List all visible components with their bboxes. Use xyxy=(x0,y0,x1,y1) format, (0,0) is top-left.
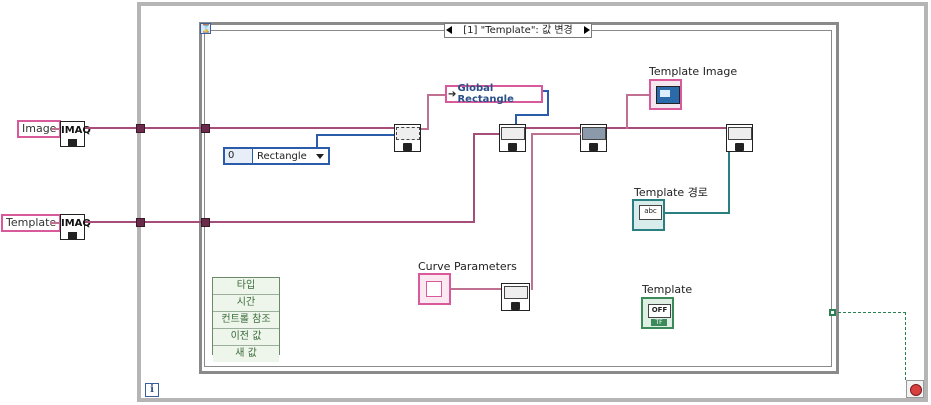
event-data-ctlref[interactable]: 컨트롤 참조 xyxy=(213,312,279,329)
imaq-icon xyxy=(68,232,77,239)
extract-node[interactable] xyxy=(499,124,526,152)
rectangle-wire xyxy=(515,114,517,126)
numeric-wire xyxy=(316,134,318,148)
roi-icon xyxy=(395,127,420,141)
event-data-time[interactable]: 시간 xyxy=(213,295,279,312)
roi-wire xyxy=(427,94,429,130)
write-file-node[interactable] xyxy=(726,124,753,152)
template-wire xyxy=(85,221,475,223)
ring-index: 0 xyxy=(225,149,253,163)
settings-icon xyxy=(503,286,528,300)
node-terminal-icon xyxy=(403,143,412,151)
loop-stop-terminal[interactable] xyxy=(906,380,924,398)
selector-dropdown-icon[interactable] xyxy=(584,26,590,34)
imaq-image-node[interactable]: IMAQ xyxy=(60,121,91,147)
rectangle-ring-control[interactable]: 0 Rectangle xyxy=(223,147,330,165)
event-tunnel xyxy=(201,218,210,227)
event-tunnel xyxy=(201,124,210,133)
ring-value: Rectangle xyxy=(257,150,307,162)
node-terminal-icon xyxy=(511,302,520,310)
learn-template-node[interactable] xyxy=(580,124,607,152)
curve-parameters-label: Curve Parameters xyxy=(418,260,517,273)
selector-decrement-icon[interactable] xyxy=(446,26,452,34)
loop-iteration-terminal: i xyxy=(145,383,159,397)
rectangle-wire xyxy=(547,90,549,116)
arrow-right-icon: ➔ xyxy=(448,88,457,100)
event-case-selector-label: [1] "Template": 값 변경 xyxy=(463,25,573,36)
event-case-selector[interactable]: [1] "Template": 값 변경 xyxy=(444,23,592,38)
cluster-wire xyxy=(531,133,581,135)
event-data-newval[interactable]: 새 값 xyxy=(213,346,279,362)
event-case-frame xyxy=(204,30,832,367)
template-path-label: Template 경로 xyxy=(634,186,708,199)
image-wire xyxy=(626,94,628,129)
path-text-icon: abc xyxy=(639,205,662,220)
event-data-oldval[interactable]: 이전 값 xyxy=(213,329,279,346)
roi-constructor-node[interactable] xyxy=(394,124,421,152)
image-wire xyxy=(526,127,581,129)
numeric-wire xyxy=(316,134,394,136)
roi-wire xyxy=(427,94,445,96)
rectangle-wire xyxy=(515,114,549,116)
path-wire xyxy=(665,212,730,214)
event-data-type[interactable]: 타입 xyxy=(213,278,279,295)
hourglass-icon[interactable]: ⌛ xyxy=(200,23,211,34)
image-wire xyxy=(85,127,395,129)
global-rectangle-local[interactable]: ➔ Global Rectangle xyxy=(445,83,543,105)
roi-wire xyxy=(421,128,429,130)
template-wire xyxy=(50,222,60,224)
stop-icon xyxy=(910,384,922,396)
template-bool-control[interactable]: OFF TF xyxy=(641,297,674,329)
imaq-label: IMAQ xyxy=(61,218,91,229)
disk-icon xyxy=(727,127,752,141)
switch-text-icon: OFF xyxy=(648,304,671,318)
node-terminal-icon xyxy=(508,143,517,151)
bool-wire xyxy=(838,312,906,313)
image-wire xyxy=(52,128,60,130)
template-image-label: Template Image xyxy=(649,65,738,78)
iteration-icon: i xyxy=(150,384,154,395)
global-rectangle-label: Global Rectangle xyxy=(457,83,514,105)
rectangle-wire xyxy=(543,90,549,92)
template-wire xyxy=(473,133,475,223)
imaq-icon xyxy=(68,139,77,146)
picture-icon xyxy=(660,90,670,97)
image-wire xyxy=(626,94,649,96)
template-control[interactable]: Template xyxy=(1,214,62,232)
learn-parameters-node[interactable] xyxy=(501,283,530,311)
image-control-label: Image xyxy=(22,122,57,135)
cluster-wire xyxy=(531,133,533,290)
template-wire xyxy=(473,133,499,135)
curve-parameters-control[interactable] xyxy=(418,273,451,305)
bool-type-icon: TF xyxy=(651,319,667,326)
bool-wire xyxy=(905,312,906,380)
template-image-indicator[interactable] xyxy=(649,79,682,110)
loop-tunnel xyxy=(136,218,145,227)
template-control-label: Template xyxy=(6,216,57,229)
chevron-down-icon[interactable] xyxy=(316,153,324,159)
template-path-control[interactable]: abc xyxy=(632,199,665,231)
loop-tunnel xyxy=(136,124,145,133)
node-terminal-icon xyxy=(589,143,598,151)
event-data-node[interactable]: 타입 시간 컨트롤 참조 이전 값 새 값 xyxy=(212,277,280,362)
imaq-template-node[interactable]: IMAQ xyxy=(60,214,91,240)
image-control[interactable]: Image xyxy=(17,120,62,138)
path-wire xyxy=(728,152,730,214)
extract-icon xyxy=(500,127,525,141)
bool-tunnel xyxy=(829,309,836,316)
template-bool-label: Template xyxy=(642,283,693,296)
imaq-label: IMAQ xyxy=(61,125,91,136)
graduation-cap-icon xyxy=(581,127,606,141)
node-terminal-icon xyxy=(735,143,744,151)
cluster-icon xyxy=(426,281,442,297)
cluster-wire xyxy=(451,288,501,290)
image-wire xyxy=(607,127,727,129)
